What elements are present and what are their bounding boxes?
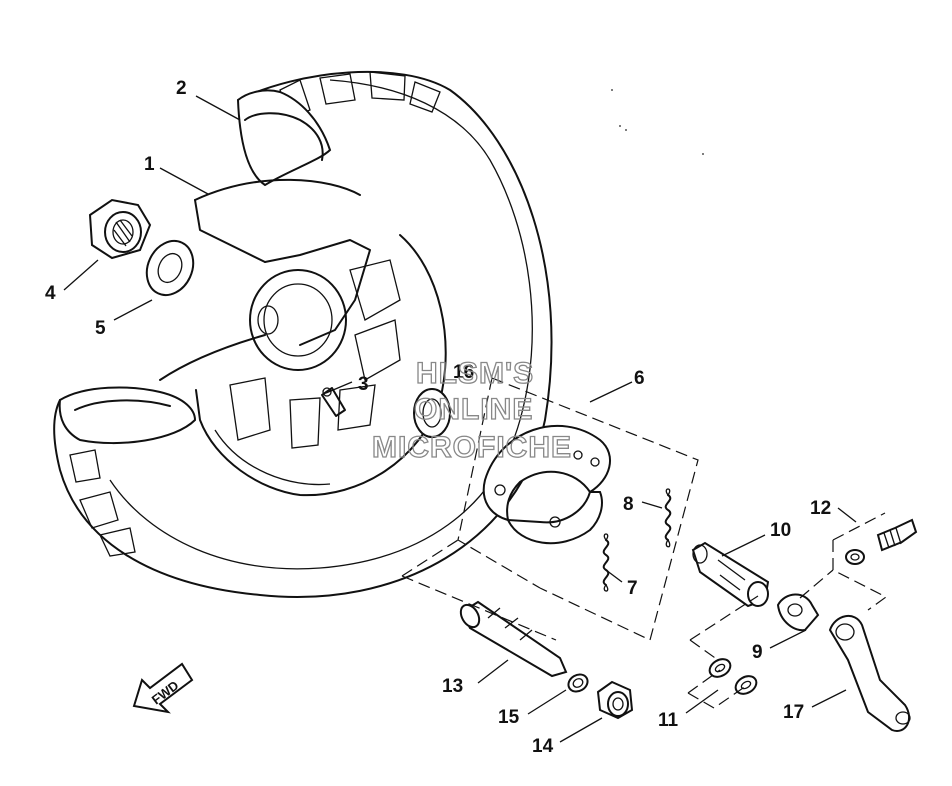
callout-14: 14 (532, 736, 554, 757)
callout-7: 7 (627, 578, 638, 599)
callout-1: 1 (144, 154, 155, 175)
brake-camshaft-10 (691, 541, 770, 608)
oil-seal-16 (413, 388, 451, 438)
bolt-12 (845, 518, 918, 565)
callout-10: 10 (770, 520, 791, 541)
brake-shoe-6 (457, 377, 699, 641)
watermark-line-2: ONLINE (414, 393, 533, 426)
callout-9: 9 (752, 642, 763, 663)
forward-arrow: FWD (132, 662, 194, 714)
leader-lines (63, 95, 857, 743)
callout-6: 6 (634, 368, 645, 389)
callout-8: 8 (623, 494, 634, 515)
axle-13 (459, 600, 568, 678)
brake-lever-17 (828, 615, 911, 732)
spring-8 (664, 488, 672, 548)
callout-12: 12 (810, 498, 831, 519)
wear-indicator-9 (776, 593, 820, 632)
spring-7 (602, 533, 610, 592)
callout-16: 16 (453, 362, 474, 383)
watermark: HLSM'S ONLINE MICROFICHE (371, 356, 572, 464)
watermark-line-3: MICROFICHE (372, 431, 572, 464)
callout-5: 5 (95, 318, 106, 339)
spacer-15 (567, 673, 589, 693)
wheel-assembly (53, 70, 553, 599)
assembly-lines (401, 512, 888, 709)
axle-nut-14 (596, 680, 634, 720)
callout-11: 11 (658, 710, 679, 731)
callout-13: 13 (442, 676, 463, 697)
axle-nut-4 (88, 198, 152, 260)
callout-17: 17 (783, 702, 804, 723)
callout-2: 2 (176, 78, 187, 99)
scan-specks (611, 89, 704, 155)
watermark-line-1: HLSM'S (416, 357, 534, 390)
callout-15: 15 (498, 707, 520, 728)
callout-3: 3 (358, 374, 369, 395)
callout-4: 4 (45, 283, 56, 304)
callout-labels: 1 2 3 4 5 6 7 8 9 10 11 12 13 14 15 16 1… (45, 78, 831, 757)
washer-5 (145, 239, 195, 297)
